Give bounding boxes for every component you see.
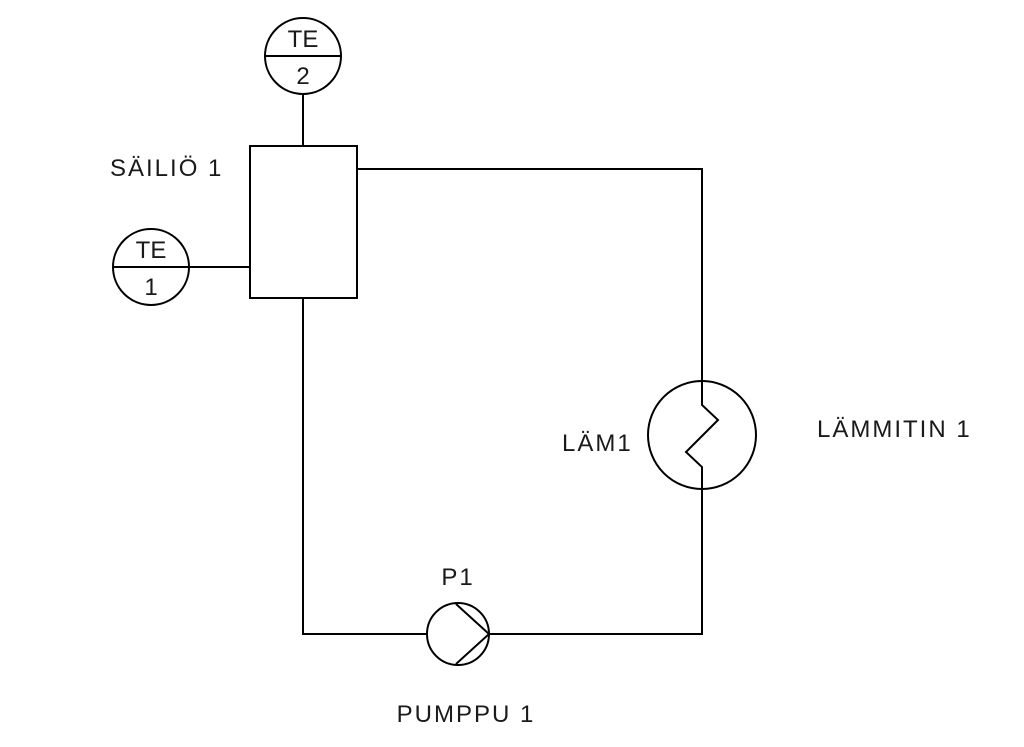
pump-label: PUMPPU 1: [397, 701, 536, 728]
sensor-te1-number: 1: [144, 274, 157, 301]
sensor-te2[interactable]: TE 2: [264, 17, 342, 95]
pump[interactable]: [426, 602, 491, 666]
heater-label: LÄMMITIN 1: [817, 416, 972, 443]
tank-icon[interactable]: [249, 145, 358, 299]
sensor-te2-number: 2: [296, 63, 309, 90]
sensor-te2-code: TE: [288, 26, 319, 53]
tank-label: SÄILIÖ 1: [110, 155, 223, 182]
heater[interactable]: [647, 380, 757, 490]
pipe-tank-to-heater: [357, 168, 703, 381]
pump-tag: P1: [441, 564, 474, 591]
sensor-te1[interactable]: TE 1: [112, 228, 190, 306]
sensor-te1-code: TE: [136, 237, 167, 264]
heater-coil-icon: [684, 381, 720, 489]
heater-tag: LÄM1: [562, 430, 633, 457]
pump-direction-icon: [455, 603, 491, 665]
pump-icon: [426, 602, 490, 666]
pipe-pump-to-tank: [302, 298, 427, 635]
pipe-heater-to-pump: [489, 489, 703, 635]
